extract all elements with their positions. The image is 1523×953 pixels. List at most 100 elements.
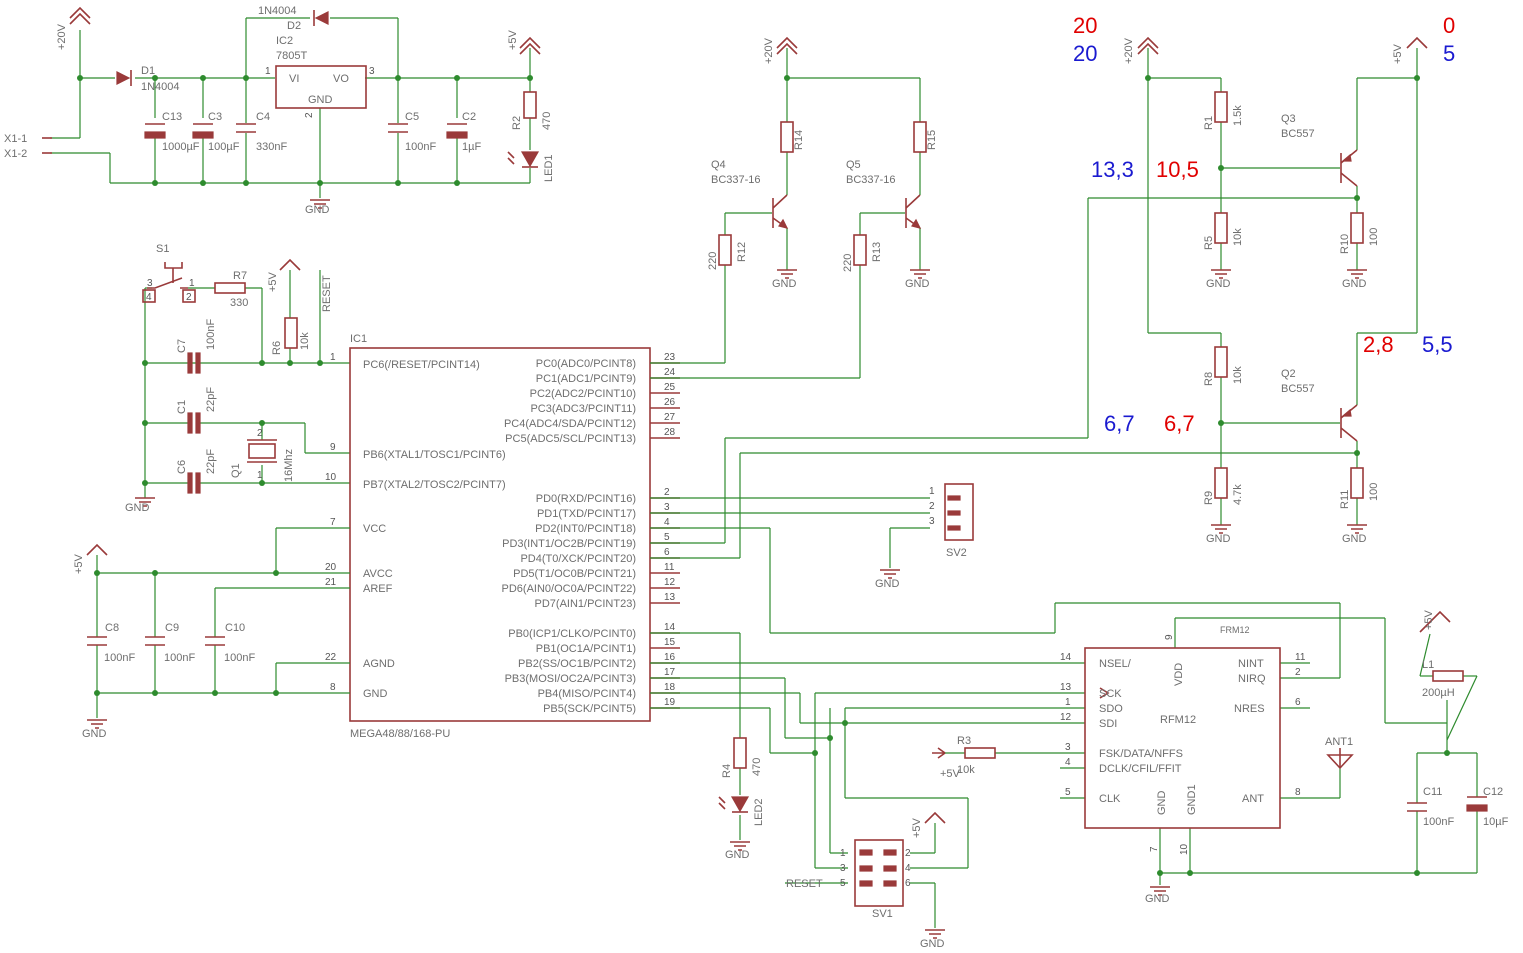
r5-value: 10k — [1232, 228, 1244, 246]
c9-label: C9 — [165, 622, 179, 634]
mcu-pin-number: 18 — [664, 682, 676, 693]
mcu-pin-number: 27 — [664, 412, 676, 423]
mcu-pin-label: PD5(T1/OC0B/PCINT21) — [513, 568, 636, 580]
mcu-pin-number: 6 — [664, 547, 670, 558]
r12-value: 220 — [707, 252, 719, 270]
rfm-pin-sdi: SDI — [1099, 718, 1117, 730]
rfm-pin-fsk: FSK/DATA/NFFS — [1099, 748, 1183, 760]
annotation-2-8-red: 2,8 — [1363, 332, 1394, 357]
r7-label: R7 — [233, 270, 247, 282]
r14-label: R14 — [793, 130, 805, 150]
svg-text:2: 2 — [1295, 667, 1301, 678]
rfm-gnd-label: GND — [1145, 893, 1170, 905]
d2-value: 1N4004 — [258, 5, 297, 17]
rfm-pin-nsel: NSEL/ — [1099, 658, 1132, 670]
rfm-pin-nint: NINT — [1238, 658, 1264, 670]
c7-label: C7 — [176, 339, 188, 353]
q5-gnd-label: GND — [905, 278, 930, 290]
annotation-13-3-blue: 13,3 — [1091, 157, 1134, 182]
svg-text:12: 12 — [1060, 712, 1072, 723]
pin-aref: AREF — [363, 583, 393, 595]
sv1-label: SV1 — [872, 908, 893, 920]
pin-pb6: PB6(XTAL1/TOSC1/PCINT6) — [363, 449, 506, 461]
mcu-pin-label: PD0(RXD/PCINT16) — [536, 493, 636, 505]
mcu-pin-number: 13 — [664, 592, 676, 603]
mcu-pin-number: 26 — [664, 397, 676, 408]
mcu-pin-number: 3 — [664, 502, 670, 513]
c11-label: C11 — [1423, 786, 1442, 798]
svg-text:2: 2 — [304, 112, 315, 118]
led2-label: LED2 — [753, 798, 765, 826]
r9-label: R9 — [1203, 491, 1215, 505]
mcu-pin-label: PB0(ICP1/CLKO/PCINT0) — [508, 628, 636, 640]
rfm-pin-gnd: GND — [1156, 791, 1168, 816]
c6-label: C6 — [176, 460, 188, 474]
annotation-20-blue: 20 — [1073, 41, 1097, 66]
mcu-pin-number: 16 — [664, 652, 676, 663]
r1-label: R1 — [1203, 116, 1215, 130]
vi-pin: VI — [289, 73, 299, 85]
xtal-gnd-label: GND — [125, 502, 150, 514]
r9-gnd-label: GND — [1206, 533, 1231, 545]
pin-agnd: AGND — [363, 658, 395, 670]
mcu-pin-label: PB3(MOSI/OC2A/PCINT3) — [505, 673, 636, 685]
l1-label: L1 — [1422, 659, 1434, 671]
annotation-6-7-red: 6,7 — [1164, 411, 1195, 436]
r6-value: 10k — [299, 332, 311, 350]
rfm12-name: RFM12 — [1160, 714, 1196, 726]
s1-label: S1 — [156, 243, 169, 255]
r15-label: R15 — [926, 130, 938, 150]
ic1-part-label: MEGA48/88/168-PU — [350, 728, 450, 740]
r3-value: 10k — [957, 764, 975, 776]
r13-label: R13 — [871, 242, 883, 262]
rfm-pin-gnd1: GND1 — [1186, 784, 1198, 815]
mcu-pin-label: PB4(MISO/PCINT4) — [538, 688, 636, 700]
svg-text:2: 2 — [257, 428, 263, 439]
mcu-pin-label: PD4(T0/XCK/PCINT20) — [520, 553, 636, 565]
rfm-pin-vdd: VDD — [1173, 663, 1185, 686]
c2-label: C2 — [462, 111, 476, 123]
mcu-pin-number: 28 — [664, 427, 676, 438]
svg-text:22: 22 — [325, 652, 337, 663]
svg-text:4: 4 — [1065, 757, 1071, 768]
r2-value: 470 — [541, 112, 553, 130]
avcc-5v-label: +5V — [73, 553, 85, 574]
ic1-label: IC1 — [350, 333, 367, 345]
svg-text:6: 6 — [1295, 697, 1301, 708]
mcu-pin-label: PC3(ADC3/PCINT11) — [530, 403, 636, 415]
mcu-pin-label: PC4(ADC4/SDA/PCINT12) — [504, 418, 636, 430]
mcu-right-pins: PC0(ADC0/PCINT8)23PC1(ADC1/PCINT9)24PC2(… — [502, 352, 680, 715]
r3-label: R3 — [957, 735, 971, 747]
c9-value: 100nF — [164, 652, 195, 664]
rfm-pin-sck: SCK — [1099, 688, 1122, 700]
rfm12-section: FRM12 RFM12 NSEL/ SCK SDO SDI FSK/DATA/N… — [650, 527, 1509, 950]
c12-value: 10µF — [1483, 816, 1509, 828]
avcc-gnd-label: GND — [82, 728, 107, 740]
annotation-5-5-blue: 5,5 — [1422, 332, 1453, 357]
c10-label: C10 — [225, 622, 245, 634]
svg-text:3: 3 — [147, 278, 153, 289]
mcu-pin-number: 2 — [664, 487, 670, 498]
pin-avcc: AVCC — [363, 568, 393, 580]
sv2-label: SV2 — [946, 547, 967, 559]
mcu-pin-number: 5 — [664, 532, 670, 543]
mcu-pin-label: PB2(SS/OC1B/PCINT2) — [518, 658, 636, 670]
c4-value: 330nF — [256, 141, 287, 153]
r8-value: 10k — [1232, 366, 1244, 384]
mcu-pin-number: 11 — [664, 562, 675, 573]
svg-text:5: 5 — [1065, 787, 1071, 798]
rfm-pin-ant: ANT — [1242, 793, 1264, 805]
annotation-10-5-red: 10,5 — [1156, 157, 1199, 182]
c5-label: C5 — [405, 111, 419, 123]
svg-text:1: 1 — [840, 848, 846, 859]
shifter-20v-label: +20V — [1123, 37, 1135, 64]
svg-text:1: 1 — [257, 470, 263, 481]
svg-text:6: 6 — [905, 878, 911, 889]
c8-label: C8 — [105, 622, 119, 634]
c2-value: 1µF — [462, 141, 481, 153]
ic2-label: IC2 — [276, 35, 293, 47]
svg-text:4: 4 — [146, 292, 152, 303]
avcc-decoupling: +5V C8 100nF C9 100nF C10 100nF GND — [73, 527, 350, 740]
